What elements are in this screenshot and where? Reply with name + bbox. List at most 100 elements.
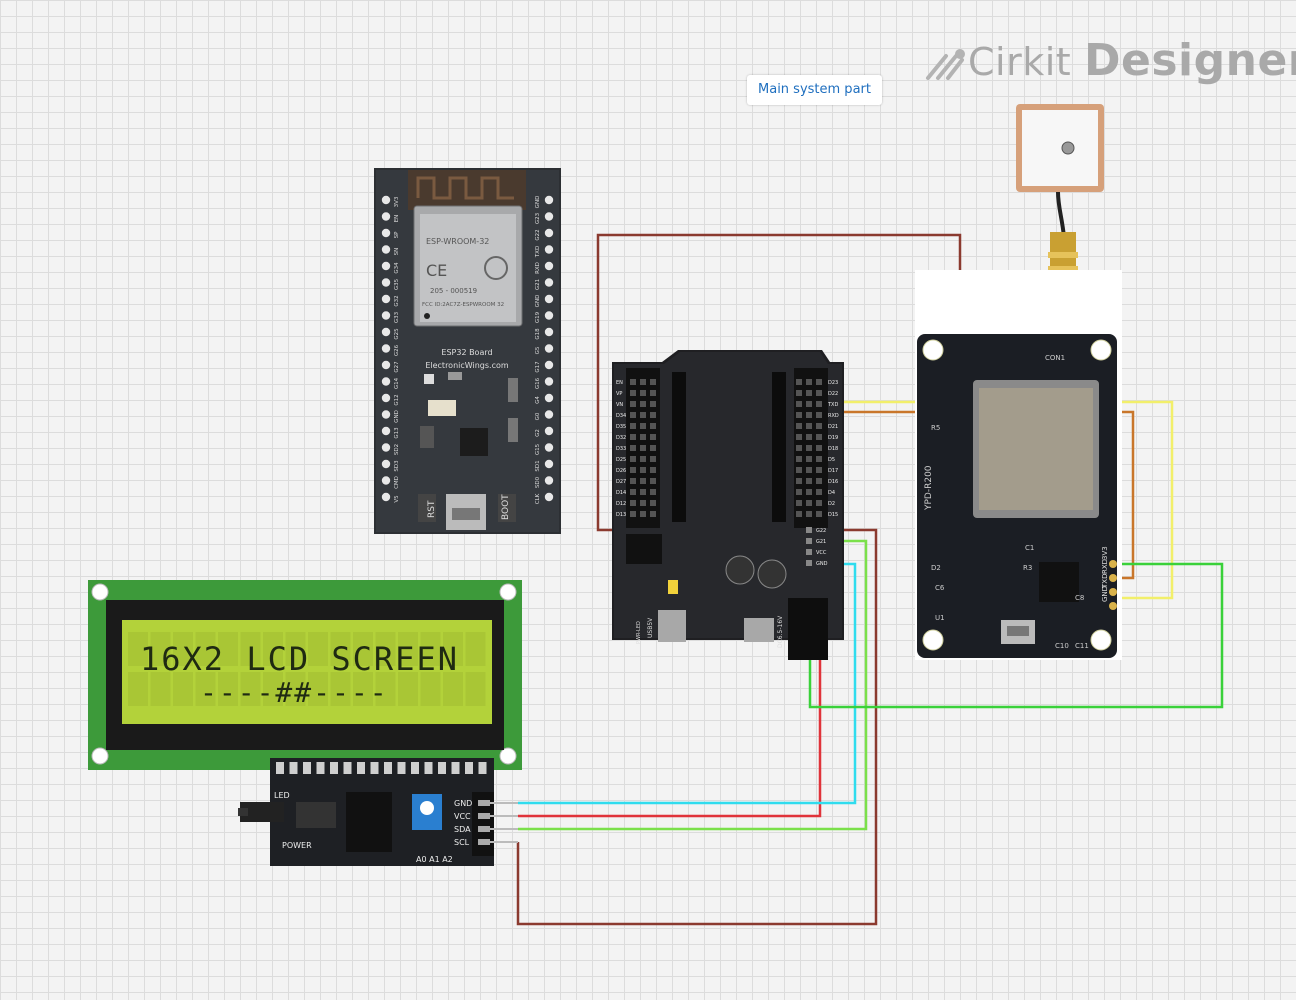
expansion-pin[interactable]	[630, 500, 636, 506]
expansion-pin[interactable]	[796, 456, 802, 462]
i2c-top-pin[interactable]	[465, 762, 473, 774]
i2c-top-pin[interactable]	[303, 762, 311, 774]
expansion-pin[interactable]	[650, 423, 656, 429]
i2c-top-pin[interactable]	[357, 762, 365, 774]
i2c-pin[interactable]	[478, 800, 490, 806]
esp32-pin[interactable]	[381, 228, 391, 238]
expansion-pin[interactable]	[806, 489, 812, 495]
expansion-pin[interactable]	[650, 401, 656, 407]
expansion-pin[interactable]	[806, 456, 812, 462]
esp32-pin[interactable]	[544, 311, 554, 320]
esp32-pin[interactable]	[381, 476, 391, 485]
expansion-pin[interactable]	[796, 423, 802, 429]
expansion-pin[interactable]	[630, 511, 636, 517]
i2c-top-pin[interactable]	[397, 762, 406, 774]
gps-pin[interactable]	[1109, 588, 1117, 596]
expansion-pin[interactable]	[650, 511, 656, 517]
esp32-pin[interactable]	[381, 212, 391, 221]
i2c-pin[interactable]	[478, 813, 490, 819]
expansion-pin[interactable]	[806, 412, 812, 418]
gps-pin[interactable]	[1109, 602, 1117, 610]
esp32-pin[interactable]	[381, 278, 391, 287]
esp32-pin[interactable]	[381, 393, 391, 403]
expansion-pin[interactable]	[806, 467, 812, 473]
gps-pin[interactable]	[1109, 574, 1117, 582]
i2c-top-pin[interactable]	[370, 762, 379, 774]
esp32-pin[interactable]	[544, 195, 554, 205]
expansion-pin[interactable]	[640, 478, 646, 484]
expansion-pin[interactable]	[650, 379, 656, 385]
i2c-top-pin[interactable]	[316, 762, 325, 774]
esp32-expansion-board[interactable]: ENVPVND34D35D32D33D25D26D27D14D12D13D23D…	[612, 348, 844, 666]
expansion-pin[interactable]	[796, 401, 802, 407]
esp32-pin[interactable]	[381, 311, 391, 320]
expansion-pin[interactable]	[816, 511, 822, 517]
gps-pin[interactable]	[1109, 560, 1117, 568]
i2c-top-pin[interactable]	[478, 762, 487, 774]
expansion-pin[interactable]	[816, 434, 822, 440]
i2c-pin[interactable]	[478, 826, 490, 832]
expansion-pin[interactable]	[816, 500, 822, 506]
expansion-power-pin[interactable]	[806, 549, 812, 555]
expansion-pin[interactable]	[806, 511, 812, 517]
esp32-pin[interactable]	[544, 212, 554, 221]
esp32-pin[interactable]	[544, 294, 554, 304]
expansion-pin[interactable]	[796, 412, 802, 418]
esp32-pin[interactable]	[544, 459, 554, 469]
esp32-pin[interactable]	[544, 344, 554, 353]
esp32-pin[interactable]	[544, 228, 554, 238]
expansion-pin[interactable]	[630, 478, 636, 484]
expansion-pin[interactable]	[640, 379, 646, 385]
expansion-pin[interactable]	[650, 489, 656, 495]
expansion-pin[interactable]	[630, 489, 636, 495]
esp32-pin[interactable]	[544, 360, 554, 370]
expansion-pin[interactable]	[806, 390, 812, 396]
esp32-pin[interactable]	[381, 344, 391, 353]
gps-antenna[interactable]	[1010, 102, 1110, 342]
expansion-pin[interactable]	[806, 500, 812, 506]
expansion-pin[interactable]	[640, 500, 646, 506]
expansion-pin[interactable]	[796, 434, 802, 440]
expansion-pin[interactable]	[796, 379, 802, 385]
i2c-top-pin[interactable]	[424, 762, 433, 774]
expansion-pin[interactable]	[796, 489, 802, 495]
expansion-power-pin[interactable]	[806, 560, 812, 566]
esp32-pin[interactable]	[381, 459, 391, 469]
i2c-top-pin[interactable]	[384, 762, 392, 774]
esp32-pin[interactable]	[544, 245, 554, 254]
i2c-top-pin[interactable]	[289, 762, 298, 774]
expansion-pin[interactable]	[816, 379, 822, 385]
i2c-top-pin[interactable]	[451, 762, 460, 774]
esp32-pin[interactable]	[544, 393, 554, 403]
expansion-pin[interactable]	[806, 379, 812, 385]
wire-brown-scl[interactable]	[516, 528, 878, 926]
i2c-top-pin[interactable]	[276, 762, 284, 774]
expansion-pin[interactable]	[630, 434, 636, 440]
esp32-pin[interactable]	[381, 195, 391, 205]
esp32-pin[interactable]	[544, 410, 554, 419]
expansion-pin[interactable]	[640, 434, 646, 440]
expansion-pin[interactable]	[796, 390, 802, 396]
esp32-pin[interactable]	[381, 261, 391, 271]
expansion-pin[interactable]	[640, 412, 646, 418]
esp32-pin[interactable]	[544, 492, 554, 502]
esp32-pin[interactable]	[381, 410, 391, 419]
expansion-pin[interactable]	[630, 423, 636, 429]
expansion-power-pin[interactable]	[806, 538, 812, 544]
expansion-pin[interactable]	[650, 456, 656, 462]
esp32-pin[interactable]	[544, 261, 554, 271]
expansion-pin[interactable]	[650, 467, 656, 473]
expansion-pin[interactable]	[640, 456, 646, 462]
expansion-pin[interactable]	[796, 445, 802, 451]
expansion-pin[interactable]	[816, 390, 822, 396]
expansion-pin[interactable]	[630, 456, 636, 462]
esp32-pin[interactable]	[544, 443, 554, 452]
esp32-pin[interactable]	[544, 377, 554, 386]
expansion-power-pin[interactable]	[806, 527, 812, 533]
expansion-pin[interactable]	[816, 456, 822, 462]
expansion-pin[interactable]	[640, 423, 646, 429]
i2c-top-pin[interactable]	[343, 762, 352, 774]
expansion-pin[interactable]	[630, 390, 636, 396]
esp32-pin[interactable]	[381, 245, 391, 254]
expansion-pin[interactable]	[806, 423, 812, 429]
